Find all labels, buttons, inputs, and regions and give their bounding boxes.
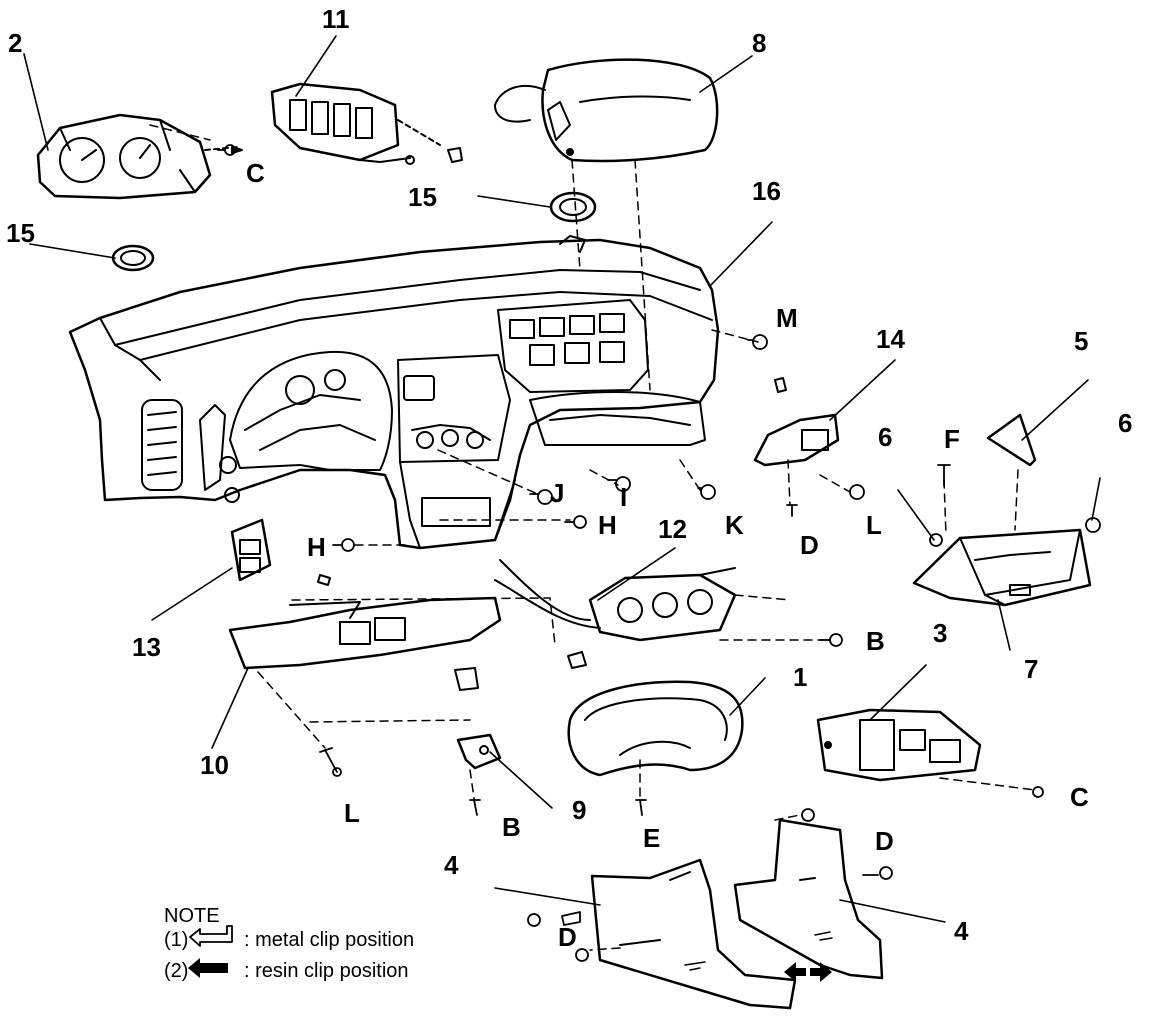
callout-11: 11	[322, 4, 350, 34]
under-cover-left	[590, 858, 797, 1010]
letter-i: I	[620, 482, 628, 512]
bolt-h-left	[332, 538, 355, 552]
screw-e	[635, 799, 647, 816]
audio-unit	[816, 708, 982, 782]
letter-j: J	[550, 478, 565, 508]
speaker-left	[111, 244, 155, 272]
clip-d-right	[862, 866, 893, 880]
callout-13: 13	[132, 632, 161, 662]
bolt-l-right	[849, 484, 865, 500]
callout-10: 10	[200, 750, 229, 780]
callout-15-center: 15	[408, 182, 437, 212]
letter-l-right: L	[866, 510, 882, 540]
callout-8: 8	[752, 28, 767, 58]
lower-panel	[228, 574, 587, 691]
letter-c-lower: C	[1070, 782, 1089, 812]
callout-14: 14	[876, 324, 905, 354]
glove-box	[912, 528, 1092, 607]
note-item-1-text: : metal clip position	[244, 929, 415, 951]
clip-6-left	[929, 533, 943, 547]
clip-top-cover	[801, 808, 815, 822]
callout-16: 16	[752, 176, 781, 206]
glove-box-cover	[986, 413, 1037, 467]
bolt-c-lower	[1032, 786, 1044, 798]
resin-clip-arrow-icon	[188, 958, 228, 978]
letter-d-upper: D	[800, 530, 819, 560]
bolt-m	[747, 334, 768, 350]
callout-6-left: 6	[878, 422, 893, 452]
callout-7: 7	[1024, 654, 1039, 684]
letter-l-lower: L	[344, 798, 360, 828]
resin-clip-arrow-left-icon	[784, 962, 806, 982]
note-item-2-number: (2)	[164, 960, 189, 982]
airbag-module	[494, 58, 719, 163]
bracket-panel	[753, 377, 840, 467]
leader-lines	[23, 35, 1101, 923]
bolt-j	[529, 489, 553, 505]
clip-6-right	[1085, 517, 1101, 533]
under-cover-right	[733, 818, 884, 980]
letter-c-top: C	[246, 158, 265, 188]
metal-clip-arrow-icon	[189, 925, 233, 947]
callout-5: 5	[1074, 326, 1089, 356]
bolt-h-right	[564, 515, 587, 529]
note-item-1-number: (1)	[164, 929, 189, 951]
callout-1: 1	[793, 662, 808, 692]
clip-arrows	[684, 931, 833, 982]
letter-f: F	[944, 424, 960, 454]
combination-meter-housing	[36, 113, 243, 200]
meter-cover	[567, 680, 744, 777]
screw-f	[937, 464, 951, 487]
letter-h-left: H	[307, 532, 326, 562]
clip-d-left-c	[575, 948, 589, 962]
callout-9: 9	[572, 795, 587, 825]
letter-b-heater: B	[866, 626, 885, 656]
callout-2: 2	[8, 28, 23, 58]
letter-h-right: H	[598, 510, 617, 540]
callout-4-right: 4	[954, 916, 969, 946]
letter-k: K	[725, 510, 744, 540]
callout-6-right: 6	[1118, 408, 1133, 438]
callout-15-left: 15	[6, 218, 35, 248]
callout-12: 12	[658, 514, 687, 544]
note-title: NOTE	[164, 905, 220, 927]
letter-d-right: D	[875, 826, 894, 856]
screw-b-lower	[469, 799, 481, 816]
note-item-2-text: : resin clip position	[244, 960, 409, 982]
bolt-l-lower	[319, 747, 342, 777]
screw-d-upper	[786, 504, 798, 517]
fasteners	[217, 144, 1101, 962]
callout-4-left: 4	[444, 850, 459, 880]
switch-panel	[270, 82, 463, 165]
letter-d-left: D	[558, 922, 577, 952]
switch-assembly	[230, 518, 272, 582]
letter-b-lower: B	[502, 812, 521, 842]
clip-d-left-b	[561, 911, 581, 926]
bolt-b-heater	[819, 633, 843, 647]
screw-c-top	[217, 144, 236, 156]
alignment-dashed-lines	[149, 124, 1036, 951]
resin-clip-arrow-right-icon	[810, 962, 832, 982]
callout-3: 3	[933, 618, 948, 648]
bolt-k	[697, 484, 716, 500]
heater-control	[494, 559, 737, 642]
letter-e: E	[643, 823, 661, 853]
note-legend-icons	[188, 925, 233, 978]
speaker-center	[549, 191, 597, 223]
clip-d-left-a	[527, 913, 541, 927]
small-bracket	[456, 733, 502, 770]
bolt-i	[607, 476, 631, 492]
letter-m: M	[776, 303, 798, 333]
